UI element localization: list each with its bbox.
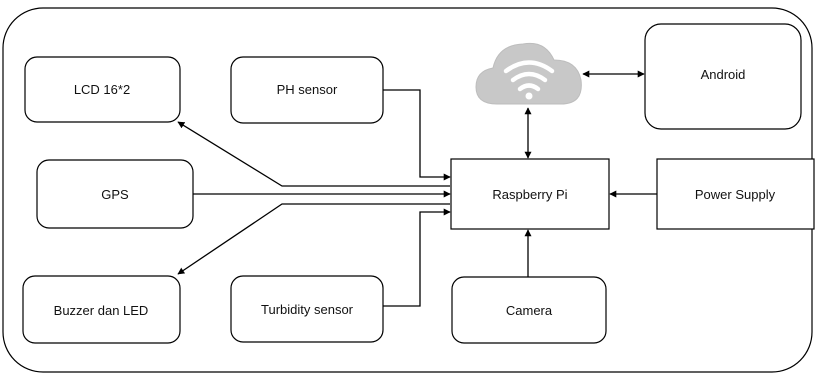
- node-raspberry-pi-label: Raspberry Pi: [492, 187, 567, 202]
- wifi-icon: [503, 60, 555, 92]
- node-lcd-label: LCD 16*2: [74, 82, 130, 97]
- node-ph-sensor: PH sensor: [230, 56, 384, 124]
- edge-turbidity-to-pi: [383, 208, 451, 307]
- node-turbidity-sensor-label: Turbidity sensor: [261, 302, 354, 317]
- edge-ph-to-pi: [383, 89, 451, 181]
- node-power-supply: Power Supply: [656, 158, 815, 230]
- node-android: Android: [644, 23, 802, 130]
- node-raspberry-pi: Raspberry Pi: [450, 158, 610, 230]
- node-ph-sensor-label: PH sensor: [277, 82, 338, 97]
- node-gps: GPS: [36, 159, 194, 229]
- node-lcd: LCD 16*2: [24, 56, 181, 123]
- cloud-wifi-icon: [475, 42, 582, 105]
- node-turbidity-sensor: Turbidity sensor: [230, 275, 384, 343]
- node-buzzer-led-label: Buzzer dan LED: [54, 303, 149, 318]
- node-camera-label: Camera: [506, 303, 553, 318]
- node-camera: Camera: [451, 276, 607, 344]
- node-gps-label: GPS: [101, 187, 129, 202]
- edge-pi-to-lcd: [177, 121, 450, 187]
- node-android-label: Android: [701, 67, 746, 82]
- connectors: [177, 70, 657, 307]
- edge-pi-to-buzzer: [177, 203, 450, 275]
- node-power-supply-label: Power Supply: [695, 187, 776, 202]
- node-buzzer-led: Buzzer dan LED: [22, 275, 181, 344]
